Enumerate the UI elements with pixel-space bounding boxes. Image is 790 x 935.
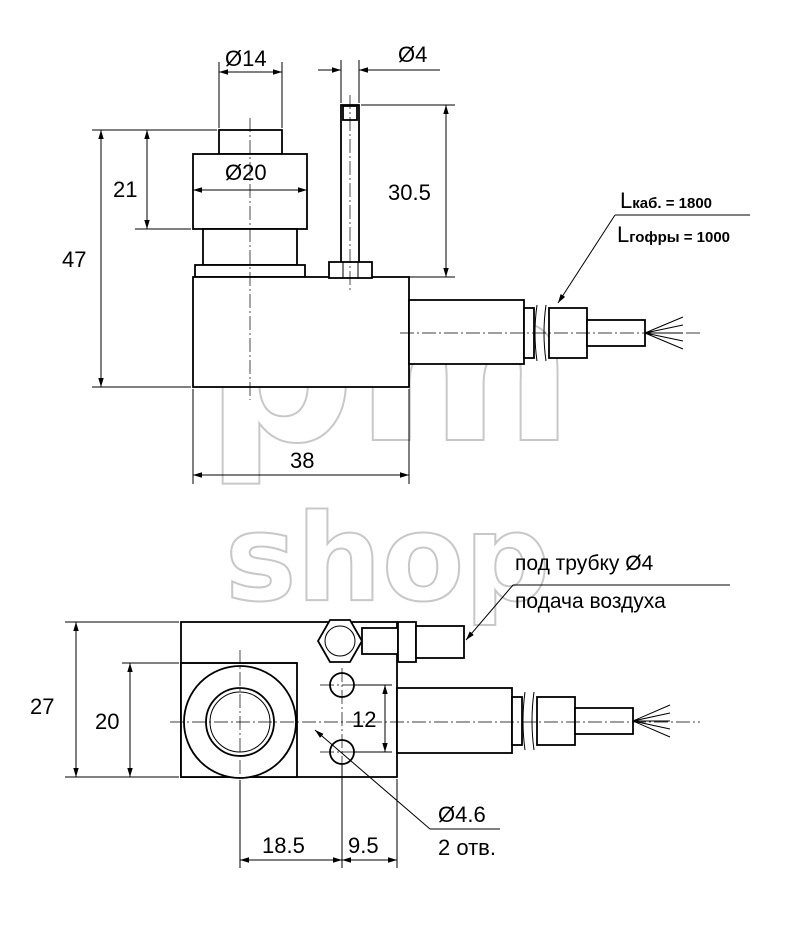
fitting-body	[361, 627, 399, 655]
hex-nut	[316, 619, 364, 663]
dim-47: 47	[62, 247, 86, 272]
bottom-cable-wires	[632, 704, 671, 738]
bottom-hose-end	[536, 696, 576, 746]
cable-length-label: Lкаб. = 1800	[620, 188, 712, 213]
bottom-cable-gland	[396, 687, 513, 754]
top-view: Ø14 Ø4 Ø20 21 47 30.5 38 Lкаб.	[62, 42, 750, 484]
dim-d4-6: Ø4.6	[438, 802, 486, 827]
dim-20-bottom: 20	[95, 709, 119, 734]
holes-note: 2 отв.	[438, 835, 496, 860]
dim-18-5: 18.5	[262, 833, 305, 858]
fitting-tube	[415, 625, 465, 659]
note-air-supply: подача воздуха	[515, 590, 666, 613]
note-tube: под трубку Ø4	[515, 552, 654, 575]
hose-length-label: Lгофры = 1000	[617, 222, 730, 247]
dim-30-5: 30.5	[388, 180, 431, 205]
watermark-shop: shop	[225, 490, 550, 629]
bottom-break-line	[522, 691, 535, 751]
top-cap	[218, 129, 283, 155]
bottom-gland-nut	[511, 696, 523, 746]
dim-d20: Ø20	[225, 160, 267, 185]
dim-d14: Ø14	[225, 46, 267, 71]
main-block	[192, 276, 410, 388]
dim-27: 27	[30, 694, 54, 719]
dim-9-5: 9.5	[348, 833, 379, 858]
bottom-view: 27 20 12 Ø4.6 2 отв. 18.5 9.5 под трубку…	[30, 552, 730, 868]
cable-gland	[408, 299, 525, 365]
bottom-cable-jacket	[574, 707, 634, 735]
fitting-collar	[397, 621, 417, 663]
dim-d4: Ø4	[398, 42, 427, 67]
dim-21: 21	[113, 177, 137, 202]
dim-12: 12	[352, 707, 376, 732]
dim-38: 38	[290, 448, 314, 473]
tube-nut	[328, 261, 373, 279]
